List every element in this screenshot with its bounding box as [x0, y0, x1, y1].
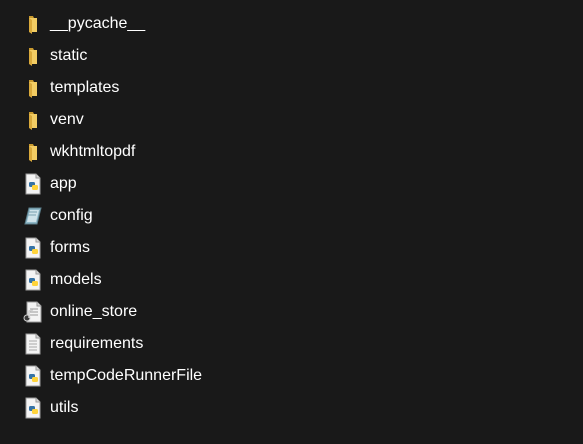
- python-file-icon: [22, 237, 44, 259]
- item-label: wkhtmltopdf: [50, 143, 136, 160]
- file-list: __pycache__ static templates: [0, 8, 583, 424]
- list-item-venv[interactable]: venv: [0, 104, 583, 136]
- python-file-icon: [22, 269, 44, 291]
- list-item-templates[interactable]: templates: [0, 72, 583, 104]
- list-item-tempcoderunnerfile[interactable]: tempCodeRunnerFile: [0, 360, 583, 392]
- list-item-forms[interactable]: forms: [0, 232, 583, 264]
- list-item-static[interactable]: static: [0, 40, 583, 72]
- list-item-config[interactable]: config: [0, 200, 583, 232]
- config-file-icon: [22, 205, 44, 227]
- media-file-icon: [22, 301, 44, 323]
- item-label: forms: [50, 239, 90, 256]
- item-label: static: [50, 47, 88, 64]
- item-label: templates: [50, 79, 120, 96]
- list-item-utils[interactable]: utils: [0, 392, 583, 424]
- item-label: requirements: [50, 335, 144, 352]
- item-label: utils: [50, 399, 79, 416]
- python-file-icon: [22, 173, 44, 195]
- list-item-app[interactable]: app: [0, 168, 583, 200]
- item-label: config: [50, 207, 93, 224]
- item-label: __pycache__: [50, 15, 146, 32]
- text-file-icon: [22, 333, 44, 355]
- item-label: tempCodeRunnerFile: [50, 367, 203, 384]
- item-label: models: [50, 271, 102, 288]
- item-label: online_store: [50, 303, 138, 320]
- list-item-online-store[interactable]: online_store: [0, 296, 583, 328]
- folder-icon: [22, 45, 44, 67]
- item-label: venv: [50, 111, 84, 128]
- list-item-wkhtmltopdf[interactable]: wkhtmltopdf: [0, 136, 583, 168]
- python-file-icon: [22, 365, 44, 387]
- folder-icon: [22, 77, 44, 99]
- item-label: app: [50, 175, 77, 192]
- folder-icon: [22, 141, 44, 163]
- folder-icon: [22, 13, 44, 35]
- python-file-icon: [22, 397, 44, 419]
- list-item-pycache[interactable]: __pycache__: [0, 8, 583, 40]
- list-item-models[interactable]: models: [0, 264, 583, 296]
- folder-icon: [22, 109, 44, 131]
- list-item-requirements[interactable]: requirements: [0, 328, 583, 360]
